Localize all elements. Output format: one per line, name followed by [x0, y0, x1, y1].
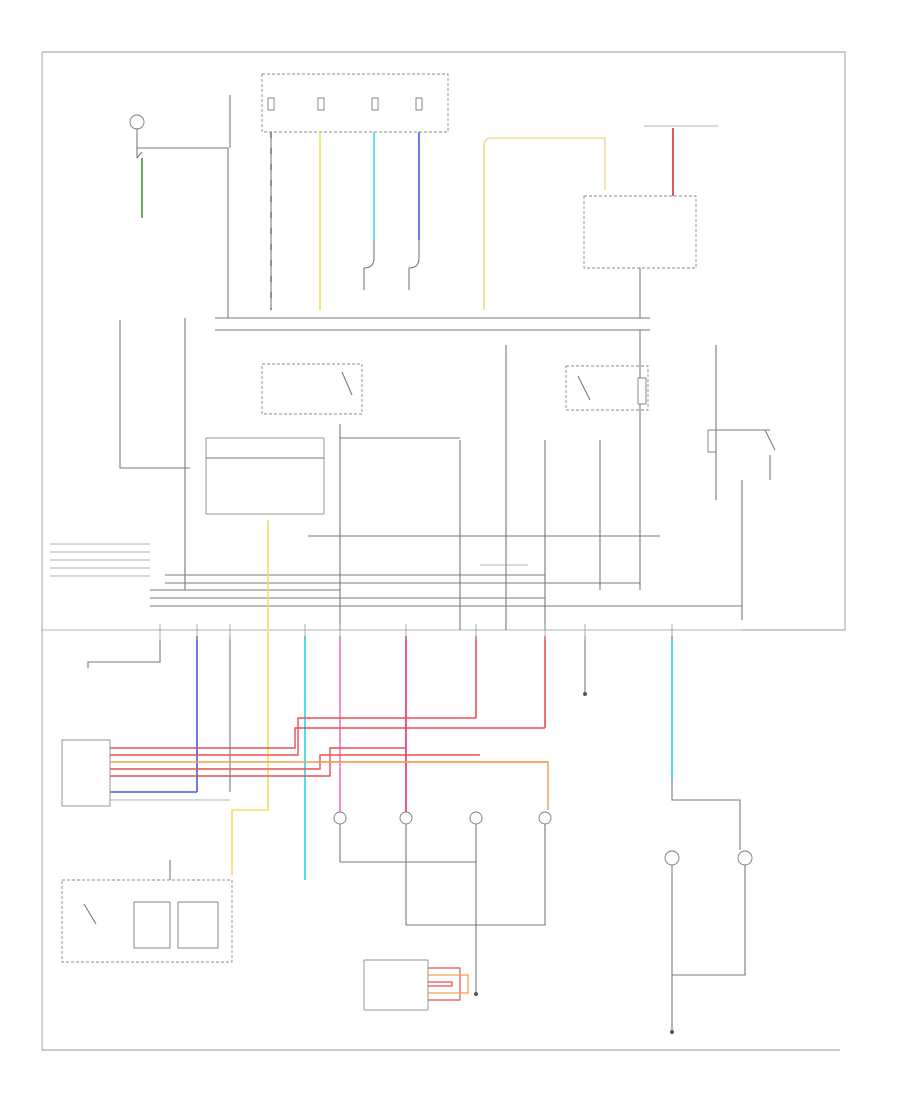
bulb-icon-4	[538, 811, 552, 825]
bulb-icon-1	[333, 811, 347, 825]
relay-coil	[637, 377, 647, 405]
bulb-icon-2	[399, 811, 413, 825]
wire-lamp-ground	[671, 865, 746, 1030]
control-module-box	[205, 437, 325, 515]
wire-red-connector-1	[428, 967, 461, 1001]
relay-box-right	[565, 365, 649, 411]
ground-point-3	[670, 1030, 674, 1034]
headlamp-module-top	[583, 195, 697, 269]
lamp-icon-left	[664, 850, 680, 866]
bulb-icon-3	[469, 811, 483, 825]
switch-contact-2	[177, 901, 219, 949]
ground-point-1	[583, 692, 587, 696]
wire-right-lamps	[671, 780, 741, 850]
switch-coil-right	[707, 429, 717, 453]
wire-red-cross-2	[110, 717, 476, 756]
indicator-lamp-icon	[129, 114, 145, 130]
left-bus-stack	[50, 543, 150, 577]
headlamp-switch-box	[61, 879, 233, 963]
wire-light-yellow	[483, 137, 606, 310]
wire-red-cross-1	[110, 727, 545, 749]
wire-right-drop	[715, 345, 743, 620]
wire-bulb-ground-1	[339, 824, 477, 863]
relay-arm	[577, 375, 591, 401]
wire-orange-connector	[428, 974, 469, 994]
fuse-block	[261, 73, 449, 133]
wire-cluster-link	[137, 147, 229, 318]
wire-orange-right	[316, 761, 549, 810]
wire-yellow-bottom-2	[231, 795, 269, 875]
switch-contact-1	[133, 901, 171, 949]
connector-bottom	[363, 959, 429, 1011]
fuse-group	[267, 97, 423, 111]
outer-frame	[41, 51, 846, 1051]
switch-arm-bottom	[83, 860, 171, 925]
ground-hook-1	[363, 240, 375, 290]
wire-right-switch	[716, 429, 776, 480]
wire-left-feed-1	[119, 320, 190, 469]
connector-left	[61, 739, 111, 807]
lamp-icon-right	[737, 850, 753, 866]
switch-arm-1	[341, 371, 353, 396]
wire-left-module	[87, 640, 161, 668]
wire-red-connector-2	[428, 981, 453, 987]
wire-lamp-top	[136, 129, 143, 159]
dimmer-switch-box	[261, 363, 363, 415]
boundary-connector-ticks	[159, 624, 673, 640]
ground-hook-2	[408, 240, 420, 290]
ground-point-2	[474, 992, 478, 996]
